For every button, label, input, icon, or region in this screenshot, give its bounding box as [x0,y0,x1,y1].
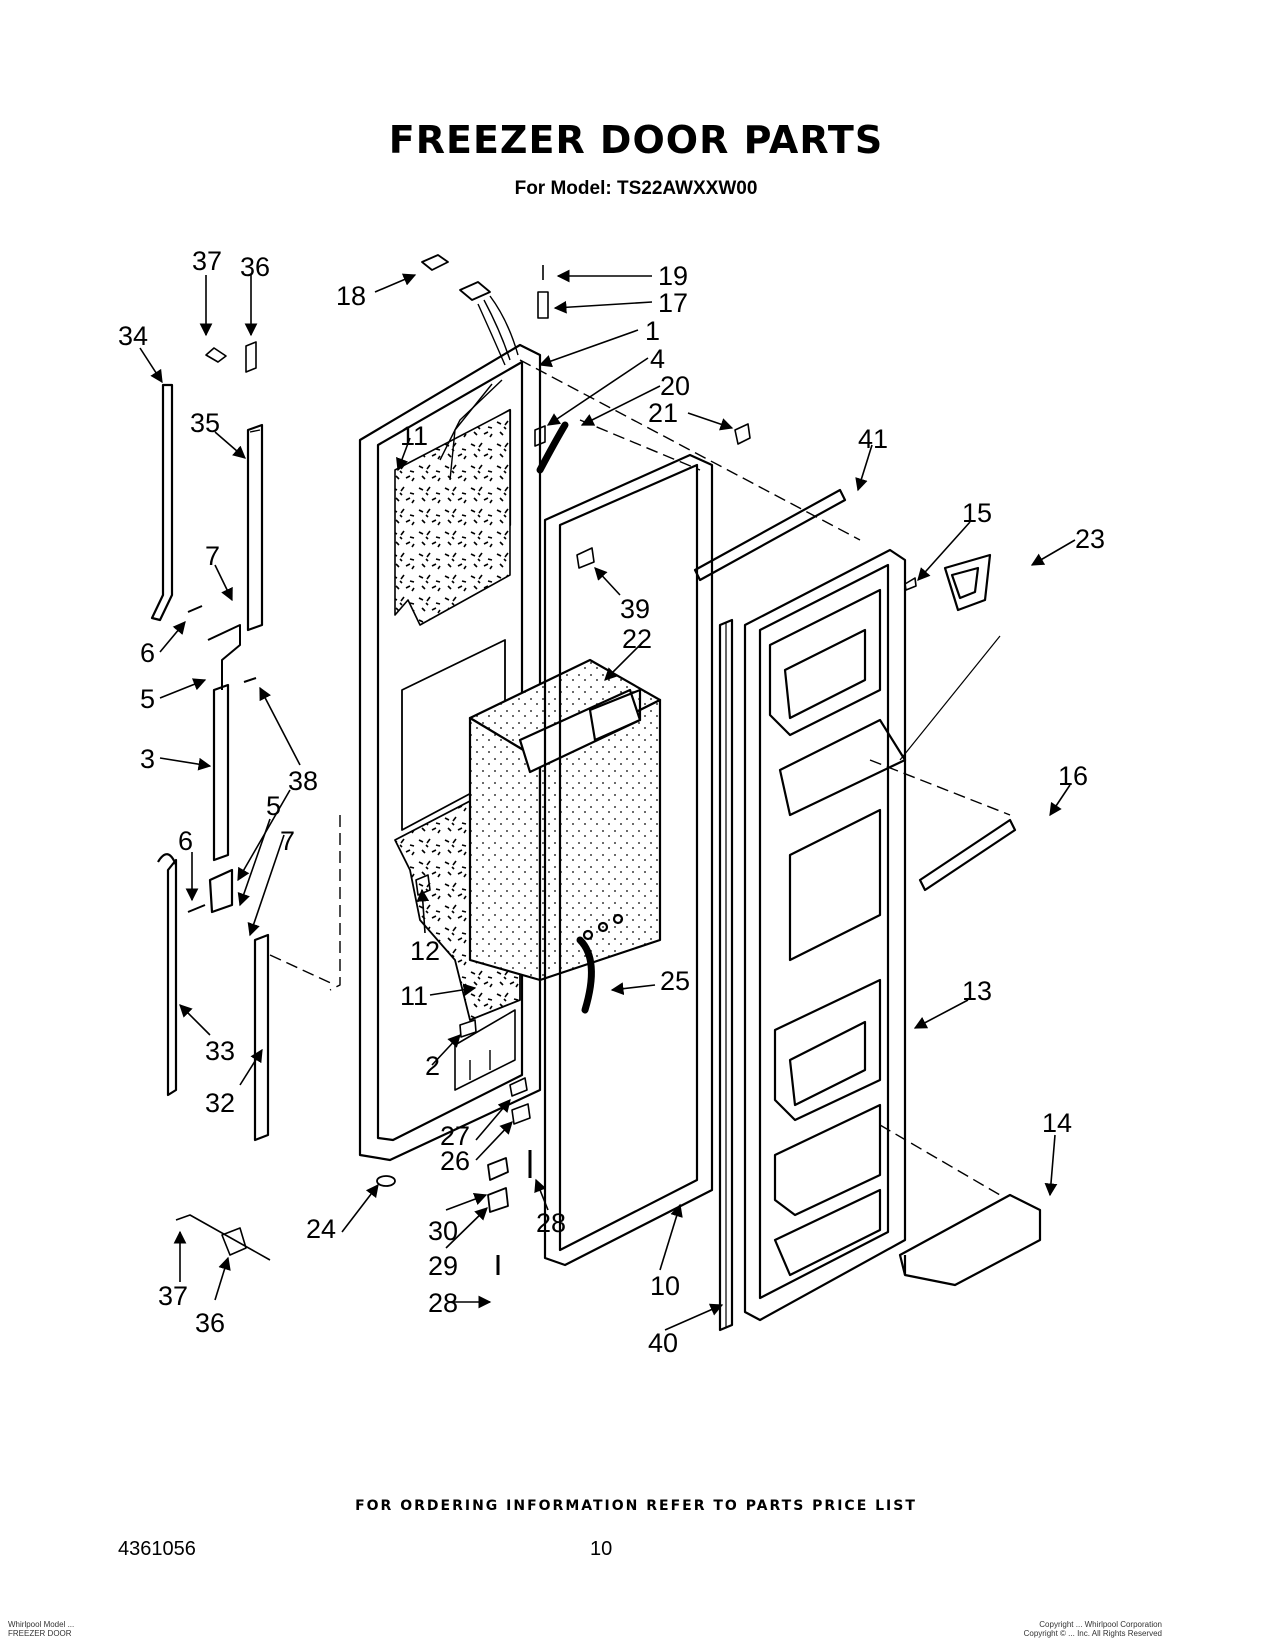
callout-40: 40 [648,1328,678,1358]
callout-33: 33 [205,1036,235,1066]
ice-chute-housing [468,658,662,982]
callout-22: 22 [622,624,652,654]
callout-30: 30 [428,1216,458,1246]
callout-10: 10 [650,1271,680,1301]
footer-right-fineprint: Copyright ... Whirlpool Corporation Copy… [1024,1620,1162,1638]
callout-14: 14 [1042,1108,1072,1138]
callout-12: 12 [410,936,440,966]
callout-3: 3 [140,744,155,774]
footer-right-line-2: Copyright © ... Inc. All Rights Reserved [1023,1629,1162,1638]
callout-13: 13 [962,976,992,1006]
callout-7: 7 [280,826,295,856]
callout-labels: 37 36 34 35 7 6 5 3 38 5 6 7 33 32 37 36… [118,246,1105,1358]
callout-41: 41 [858,424,888,454]
callout-24: 24 [306,1214,336,1244]
ordering-note: FOR ORDERING INFORMATION REFER TO PARTS … [355,1498,917,1514]
right-small-parts [693,423,1042,1287]
callout-32: 32 [205,1088,235,1118]
callout-4: 4 [650,344,665,374]
callout-20: 20 [660,371,690,401]
alignment-lines [269,359,1011,1196]
footer-right-line-1: Copyright ... Whirlpool Corporation [1039,1620,1162,1629]
document-number: 4361056 [118,1538,196,1560]
callout-36: 36 [240,252,270,282]
callout-5: 5 [266,791,281,821]
callout-37: 37 [192,246,222,276]
callout-15: 15 [962,498,992,528]
callout-6: 6 [178,826,193,856]
footer-left-line-1: Whirlpool Model ... [8,1620,75,1629]
callout-39: 39 [620,594,650,624]
hinge-assembly-left [150,341,271,1261]
callout-2: 2 [425,1051,440,1081]
callout-27: 27 [440,1121,470,1151]
page-title: FREEZER DOOR PARTS [388,118,884,162]
callout-19: 19 [658,261,688,291]
callout-21: 21 [648,398,678,428]
callout-23: 23 [1075,524,1105,554]
callout-29: 29 [428,1251,458,1281]
callout-25: 25 [660,966,690,996]
callout-38: 38 [288,766,318,796]
footer-left-fineprint: Whirlpool Model ... FREEZER DOOR [8,1620,74,1638]
inner-door-liner [743,548,907,1322]
callout-11: 11 [400,421,428,451]
door-gasket [543,453,714,1267]
page-number: 10 [590,1538,613,1560]
callout-7: 7 [205,541,220,571]
footer-left-line-2: FREEZER DOOR [8,1629,72,1638]
callout-37: 37 [158,1281,188,1311]
callout-16: 16 [1058,761,1088,791]
bottom-hinge-parts [376,874,595,1275]
callout-11: 11 [400,981,428,1011]
callout-17: 17 [658,288,688,318]
callout-6: 6 [140,638,155,668]
callout-28: 28 [428,1288,458,1318]
callout-36: 36 [195,1308,225,1338]
model-subtitle: For Model: TS22AWXXW00 [514,178,758,199]
leader-arrows [139,269,1076,1331]
callout-35: 35 [190,408,220,438]
callout-28: 28 [536,1208,566,1238]
callout-18: 18 [336,281,366,311]
callout-1: 1 [645,316,660,346]
callout-5: 5 [140,684,155,714]
callout-26: 26 [440,1146,470,1176]
callout-34: 34 [118,321,148,351]
top-small-parts [421,254,595,569]
door-trim-strip [718,618,734,1332]
